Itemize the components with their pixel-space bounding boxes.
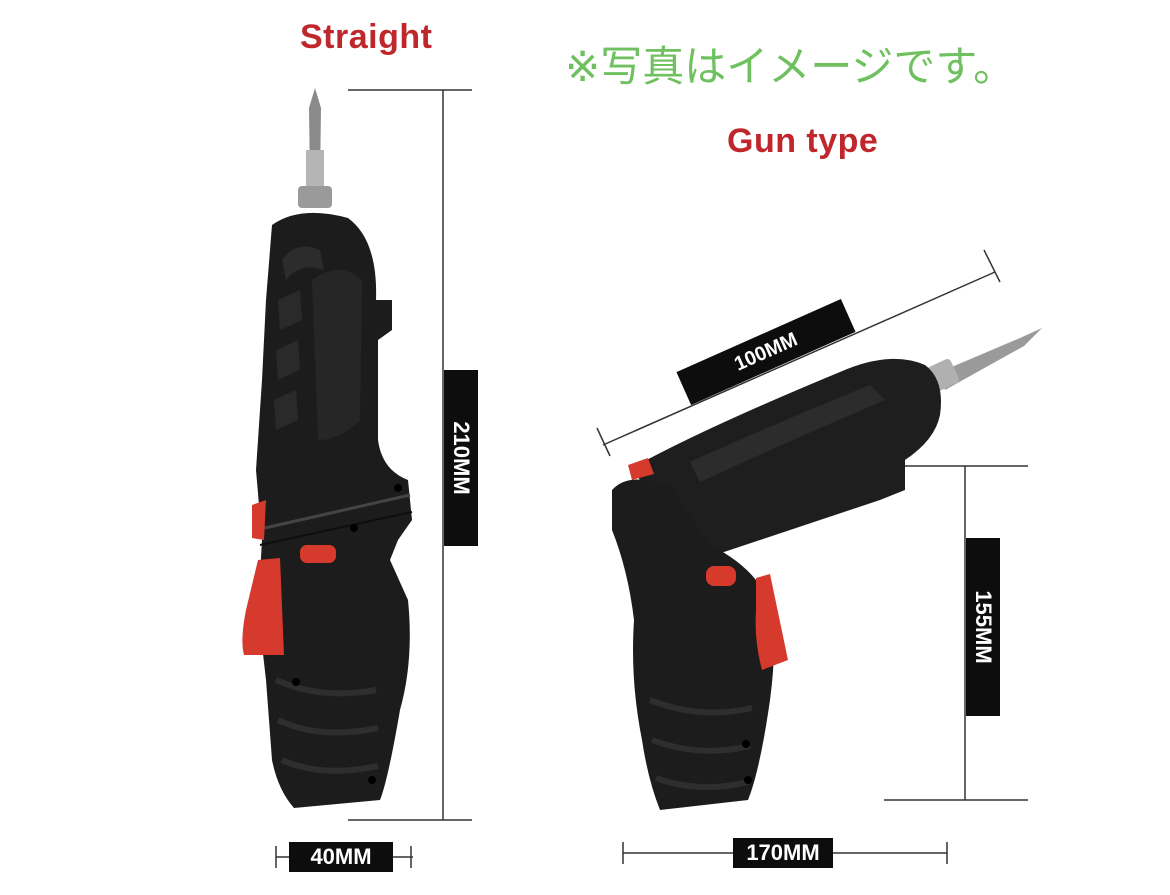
gun-length-dimension-line	[596, 249, 1001, 457]
gun-height-label: 155MM	[966, 538, 1000, 716]
straight-title: Straight	[300, 18, 433, 56]
straight-height-dimension-line	[348, 89, 472, 821]
gun-type-screwdriver-image	[612, 328, 1042, 810]
straight-screwdriver-image	[242, 88, 413, 808]
gun-width-label: 170MM	[733, 838, 833, 868]
gun-height-text: 155MM	[971, 590, 996, 664]
straight-width-label: 40MM	[289, 842, 393, 872]
straight-height-label: 210MM	[444, 370, 478, 546]
gun-height-dimension-line	[884, 465, 1028, 801]
straight-height-text: 210MM	[449, 421, 474, 495]
gun-type-title: Gun type	[727, 122, 879, 160]
image-note: ※写真はイメージです。	[565, 42, 1016, 91]
